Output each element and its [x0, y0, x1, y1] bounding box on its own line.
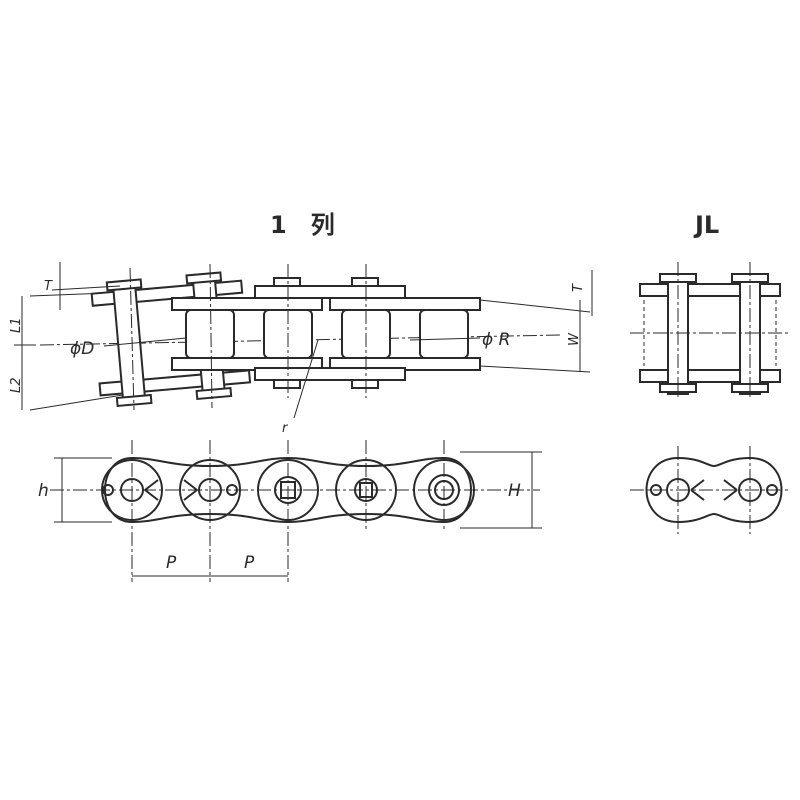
dim-T-left: T	[44, 279, 53, 294]
dim-L2: L2	[9, 377, 24, 393]
roller-4	[419, 309, 469, 359]
dim-P-2: P	[244, 553, 255, 573]
single-row-title: 1 列	[270, 211, 335, 239]
dim-P-1: P	[166, 553, 177, 573]
joint-link-title: JL	[693, 211, 719, 239]
joint-link-side-view	[630, 446, 790, 534]
single-row-side-view: h H P P	[38, 440, 542, 582]
dim-L1: L1	[9, 317, 24, 333]
single-row-top-view: T L1 L2 ϕD ϕ R W T r	[9, 262, 593, 436]
outer-plate-top-2	[254, 285, 406, 299]
inner-plate-top-1	[171, 297, 323, 311]
dim-h: h	[38, 481, 49, 501]
inner-plate-top-2	[329, 297, 481, 311]
dim-phi-R: ϕ R	[482, 330, 510, 350]
roller-1	[185, 309, 235, 359]
joint-link-top-view	[630, 262, 790, 400]
dim-phi-D: ϕD	[70, 339, 94, 359]
dim-T-right: T	[571, 283, 586, 292]
dim-H: H	[508, 481, 521, 501]
dim-W: W	[567, 332, 582, 346]
dim-r: r	[282, 421, 289, 436]
outer-plate-bottom-2	[254, 367, 406, 381]
